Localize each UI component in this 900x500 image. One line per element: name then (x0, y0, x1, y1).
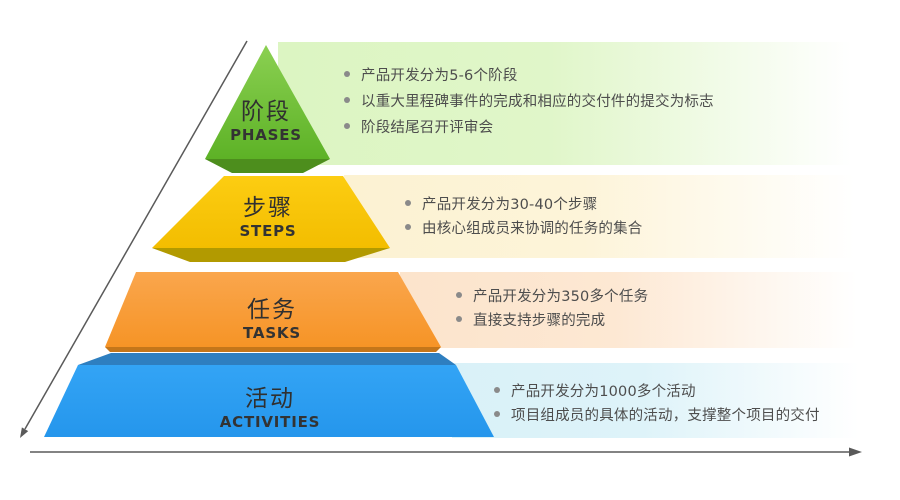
bullet-icon (405, 200, 411, 206)
pyramid-level-activities-top (78, 353, 456, 365)
tasks-label-en: TASKS (243, 324, 301, 342)
bullet-text: 直接支持步骤的完成 (473, 312, 606, 329)
bullet-text: 项目组成员的具体的活动，支撑整个项目的交付 (511, 407, 820, 424)
steps-banner: 产品开发分为30-40个步骤 由核心组成员来协调的任务的集合 (344, 175, 876, 258)
bullet-item: 由核心组成员来协调的任务的集合 (405, 217, 643, 237)
bullet-text: 由核心组成员来协调的任务的集合 (422, 220, 643, 237)
tasks-label-zh: 任务 (247, 297, 297, 323)
arrow-down-left-icon (20, 427, 29, 438)
phases-bullet-list: 产品开发分为5-6个阶段 以重大里程碑事件的完成和相应的交付件的提交为标志 阶段… (344, 64, 714, 142)
pyramid-level-tasks-face (105, 272, 441, 347)
bullet-item: 产品开发分为30-40个步骤 (405, 193, 643, 213)
tasks-bullet-list: 产品开发分为350多个任务 直接支持步骤的完成 (456, 285, 648, 333)
tasks-banner: 产品开发分为350多个任务 直接支持步骤的完成 (400, 272, 876, 348)
bullet-icon (456, 316, 462, 322)
bullet-icon (494, 387, 500, 393)
bullet-item: 产品开发分为1000多个活动 (494, 380, 820, 400)
activities-label: 活动 ACTIVITIES (160, 385, 380, 431)
activities-label-zh: 活动 (245, 386, 295, 412)
bullet-text: 产品开发分为5-6个阶段 (361, 67, 518, 84)
bullet-text: 产品开发分为1000多个活动 (511, 383, 696, 400)
bullet-icon (405, 224, 411, 230)
bullet-item: 阶段结尾召开评审会 (344, 116, 714, 136)
bullet-item: 以重大里程碑事件的完成和相应的交付件的提交为标志 (344, 90, 714, 110)
activities-banner: 产品开发分为1000多个活动 项目组成员的具体的活动，支撑整个项目的交付 (452, 363, 876, 438)
phases-label-zh: 阶段 (241, 99, 291, 125)
pyramid-level-tasks-base (105, 347, 441, 352)
activities-label-en: ACTIVITIES (219, 413, 321, 431)
bullet-icon (494, 411, 500, 417)
phases-banner: 产品开发分为5-6个阶段 以重大里程碑事件的完成和相应的交付件的提交为标志 阶段… (278, 42, 876, 165)
steps-label-zh: 步骤 (243, 195, 293, 221)
tasks-label: 任务 TASKS (162, 296, 382, 342)
bullet-icon (344, 123, 350, 129)
steps-bullet-list: 产品开发分为30-40个步骤 由核心组成员来协调的任务的集合 (405, 193, 643, 241)
horizontal-axis-arrow (30, 447, 862, 457)
pyramid-level-phases-base (205, 159, 330, 173)
bullet-text: 产品开发分为350多个任务 (473, 288, 649, 305)
pyramid-level-steps-base (152, 248, 390, 262)
steps-label: 步骤 STEPS (158, 194, 378, 240)
bullet-icon (344, 71, 350, 77)
bullet-text: 产品开发分为30-40个步骤 (422, 196, 598, 213)
pyramid-level-steps-face (152, 176, 390, 248)
bullet-icon (456, 292, 462, 298)
bullet-text: 以重大里程碑事件的完成和相应的交付件的提交为标志 (361, 93, 714, 110)
pyramid-level-phases-face (205, 45, 330, 159)
bullet-text: 阶段结尾召开评审会 (361, 119, 494, 136)
arrow-right-icon (849, 447, 862, 457)
diagonal-axis-arrow (20, 40, 248, 438)
bullet-item: 项目组成员的具体的活动，支撑整个项目的交付 (494, 404, 820, 424)
bullet-item: 直接支持步骤的完成 (456, 309, 648, 329)
bullet-item: 产品开发分为5-6个阶段 (344, 64, 714, 84)
activities-bullet-list: 产品开发分为1000多个活动 项目组成员的具体的活动，支撑整个项目的交付 (494, 380, 820, 428)
steps-label-en: STEPS (239, 222, 297, 240)
bullet-item: 产品开发分为350多个任务 (456, 285, 648, 305)
phases-label: 阶段 PHASES (156, 98, 376, 144)
phases-label-en: PHASES (230, 126, 302, 144)
pyramid-level-activities-face (44, 365, 494, 437)
bullet-icon (344, 97, 350, 103)
